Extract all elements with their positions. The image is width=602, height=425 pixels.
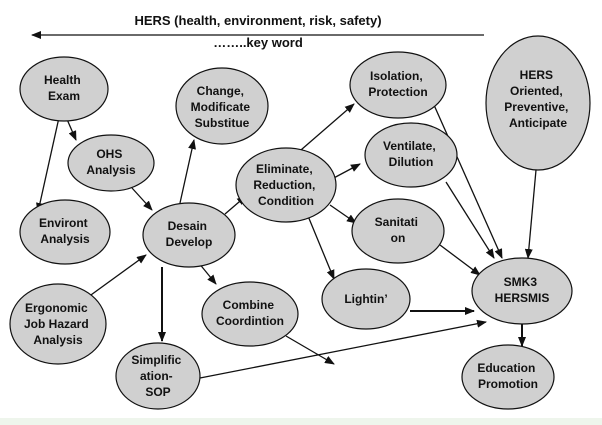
edge-sanitation-smk3 [439,244,481,276]
header-subtitle: ……..key word [213,35,303,50]
edge-health-environt [36,112,61,213]
node-smk3-line-2: HERSMIS [495,291,550,305]
edge-eliminate-lighting [307,215,335,280]
svg-text:OHS Analysis: OHS Analysis [86,147,136,177]
node-change-line-3: Substitue [195,116,250,130]
node-sanitation: Sanitati on [351,198,445,264]
svg-text:HERS Oriented,: HERS Oriented, Preventive, Anticipate [504,68,571,130]
node-health-exam-line-2: Exam [48,89,80,103]
node-isolation: Isolation, Protection [349,51,447,119]
node-health-exam: Health Exam [19,56,109,122]
node-isolation-line-1: Isolation, [370,69,423,83]
node-smk3: SMK3 HERSMIS [471,257,573,325]
node-ventilate-line-2: Dilution [389,155,434,169]
node-eliminate-line-2: Reduction, [253,178,315,192]
node-hers-oriented: HERS Oriented, Preventive, Anticipate [485,35,591,171]
node-combine-line-1: Combine [223,298,275,312]
node-desain-line-1: Desain [168,219,207,233]
node-hers-oriented-line-4: Anticipate [509,116,567,130]
node-simplification: Simplific ation- SOP [115,342,201,410]
svg-text:Ergonomic Job Hazard: Ergonomic Job Hazard Analysis [24,301,92,347]
node-ventilate: Ventilate, Dilution [364,122,458,188]
node-ohs-analysis-line-1: OHS [96,147,122,161]
node-health-exam-line-1: Health [44,73,81,87]
node-combine-line-2: Coordintion [216,314,284,328]
edge-ergonomic-desain [83,254,147,301]
node-change-line-1: Change, [197,84,244,98]
nodes: Health Exam Change, Modificate Substitue… [9,35,591,410]
node-hers-oriented-line-2: Oriented, [510,84,563,98]
node-education: Education Promotion [461,344,555,410]
edge-hersoriented-smk3 [524,169,537,259]
node-lighting: Lightin’ [321,268,411,330]
node-eliminate: Eliminate, Reduction, Condition [235,147,337,223]
node-hers-oriented-line-1: HERS [520,68,553,82]
svg-text:SMK3 HERSMIS: SMK3 HERSMIS [495,275,550,305]
node-environt-line-1: Environt [39,216,88,230]
node-hers-oriented-line-3: Preventive, [504,100,568,114]
node-combine: Combine Coordintion [201,281,299,347]
node-environt: Environt Analysis [19,199,111,265]
node-sanitation-line-2: on [391,231,406,245]
svg-text:Sanitati on: Sanitati on [375,215,422,245]
node-desain: Desain Develop [142,202,236,268]
node-ergonomic-line-2: Job Hazard [24,317,89,331]
svg-text:Combine Coordintion: Combine Coordintion [216,298,284,328]
svg-text:Isolation, Protection: Isolation, Protection [368,69,427,99]
svg-text:Education Promotion: Education Promotion [477,361,538,391]
node-education-line-1: Education [477,361,535,375]
node-ventilate-line-1: Ventilate, [383,139,436,153]
footer-band [0,418,602,425]
node-ergonomic-line-3: Analysis [33,333,83,347]
edge-combine-simplification [285,335,335,365]
svg-text:Health Exam: Health Exam [44,73,84,103]
edge-desain-change [179,139,196,204]
svg-text:Environt Analysis: Environt Analysis [39,216,91,246]
svg-text:Desain Develop: Desain Develop [166,219,213,249]
node-ohs-analysis-line-2: Analysis [86,163,136,177]
edge-simplification-smk3 [199,319,487,379]
node-environt-line-2: Analysis [40,232,90,246]
edge-eliminate-isolation [293,103,355,157]
node-simplification-line-2: ation- [140,369,173,383]
node-simplification-line-1: Simplific [131,353,181,367]
node-education-line-2: Promotion [478,377,538,391]
node-isolation-line-2: Protection [368,85,427,99]
node-ohs-analysis: OHS Analysis [67,134,155,192]
edge-eliminate-sanitation [329,204,357,224]
node-desain-line-2: Develop [166,235,213,249]
svg-text:Ventilate, Dilution: Ventilate, Dilution [383,139,439,169]
node-ergonomic-line-1: Ergonomic [25,301,88,315]
node-change: Change, Modificate Substitue [175,67,269,145]
node-change-line-2: Modificate [191,100,251,114]
node-lighting-line-1: Lightin’ [344,292,387,306]
svg-text:Eliminate, Reduction,: Eliminate, Reduction, Condition [253,162,318,208]
node-sanitation-line-1: Sanitati [375,215,418,229]
header-title: HERS (health, environment, risk, safety) [134,13,381,28]
edge-isolation-smk3 [429,95,503,259]
edge-ohs-desain [131,187,153,211]
svg-text:Simplific ation-: Simplific ation- SOP [131,353,184,399]
node-simplification-line-3: SOP [145,385,170,399]
node-eliminate-line-1: Eliminate, [256,162,313,176]
node-ergonomic: Ergonomic Job Hazard Analysis [9,283,107,365]
node-eliminate-line-3: Condition [258,194,314,208]
svg-text:Change, Modificate: Change, Modificate Substitue [191,84,254,130]
edge-ventilate-smk3 [445,181,495,259]
node-smk3-line-1: SMK3 [504,275,538,289]
